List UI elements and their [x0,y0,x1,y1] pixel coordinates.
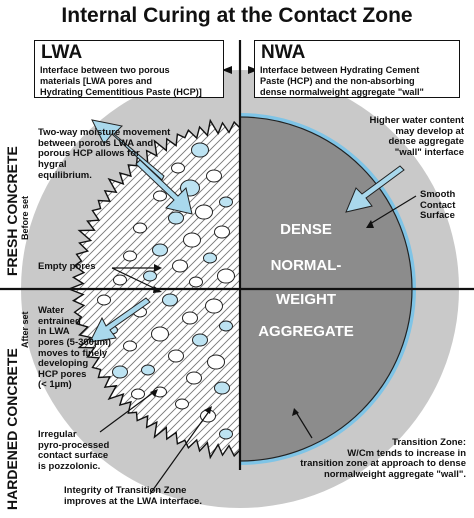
aggregate-label-4: AGGREGATE [258,323,354,340]
pore [123,340,137,352]
aggregate-label-1: DENSE [280,221,332,238]
pore [191,142,209,158]
lwa-box: LWA Interface between two porous materia… [34,40,224,98]
diagram-title: Internal Curing at the Contact Zone [61,4,413,27]
pore [151,326,169,342]
pore [203,252,217,264]
pore [219,196,233,208]
lwa-desc-1: Interface between two porous [40,65,170,75]
pore [217,268,235,284]
lwa-heading: LWA [41,42,83,63]
nwa-desc-3: dense normalweight aggregate "wall" [260,87,424,97]
lwa-desc-2: materials [LWA pores and [40,76,152,86]
aggregate-label-3: WEIGHT [276,291,336,308]
pore [186,371,202,385]
nwa-desc-1: Interface between Hydrating Cement [260,65,420,75]
hardened-concrete-label: HARDENED CONCRETE [4,348,20,510]
fresh-concrete-sublabel: Before set [20,195,30,240]
pore [112,365,128,379]
pore [141,364,155,376]
pore [192,333,208,347]
pore [171,162,185,174]
water-arrow-right [345,165,405,213]
nwa-box: NWA Interface between Hydrating Cement P… [254,40,460,98]
pore [182,311,198,325]
pore [183,232,201,248]
two-way-arrow-lower [89,297,151,343]
two-way-arrow-upper [91,119,193,215]
pore [133,222,147,234]
irregular-surface-annotation: Irregular pyro-processed contact surface… [38,429,110,472]
nwa-heading: NWA [261,42,306,63]
pore [143,270,157,282]
nwa-desc-2: Paste (HCP) and the non-absorbing [260,76,415,86]
fresh-concrete-label: FRESH CONCRETE [4,146,20,276]
water-entrained-annotation: Water entrained in LWA pores (5-300µm) m… [38,305,112,391]
pore [97,294,111,306]
pore [175,398,189,410]
pore [219,428,233,440]
pore [214,225,230,239]
pore [189,276,203,288]
aggregate-label-2: NORMAL- [270,257,342,274]
pore [195,204,213,220]
lwa-desc-3: Hydrating Cementitious Paste (HCP)] [40,87,202,97]
pore [219,320,233,332]
pore [172,259,188,273]
pore [123,250,137,262]
pore [113,274,127,286]
pore [207,354,225,370]
pore [214,381,230,395]
hardened-concrete-sublabel: After set [20,311,30,348]
pore [205,298,223,314]
transition-zone-annotation: Transition Zone: W/Cm tends to increase … [300,437,466,480]
pore [152,243,168,257]
pore [131,388,145,400]
pore [168,211,184,225]
pore [168,349,184,363]
pore [162,293,178,307]
pore [206,169,222,183]
lwa-pores [97,142,235,440]
leader-lines [99,195,417,495]
higher-water-annotation: Higher water content may develop at dens… [369,115,465,158]
smooth-surface-annotation: Smooth Contact Surface [420,189,456,222]
two-way-annotation: Two-way moisture movement between porous… [38,127,171,181]
empty-pores-annotation: Empty pores [38,261,96,272]
pore [153,190,167,202]
integrity-annotation: Integrity of Transition Zone improves at… [64,485,202,507]
